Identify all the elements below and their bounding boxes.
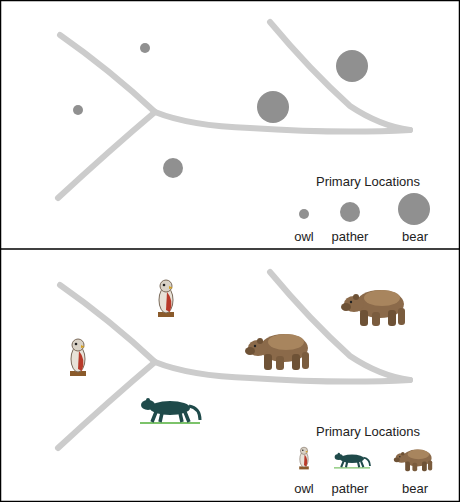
panel-divider <box>0 248 460 250</box>
location-circles <box>73 43 368 178</box>
legend-circles <box>299 193 430 225</box>
bear-icon <box>245 334 309 370</box>
river-lines <box>58 22 410 198</box>
bear-icon <box>341 290 405 326</box>
legend-label: pather <box>332 481 369 496</box>
legend-heading: Primary Locations <box>316 174 420 189</box>
bear-icon <box>394 450 432 472</box>
panther-icon <box>140 398 200 423</box>
owl-icon <box>70 339 86 376</box>
owl-icon <box>299 447 309 469</box>
legend-label: owl <box>294 229 314 244</box>
legend-label: owl <box>294 481 314 496</box>
legend-label: bear <box>402 481 428 496</box>
legend-label: pather <box>332 229 369 244</box>
river-lines <box>58 272 410 448</box>
panther-icon <box>334 453 370 468</box>
owl-icon <box>158 280 174 317</box>
legend-heading: Primary Locations <box>316 424 420 439</box>
legend-label: bear <box>402 229 428 244</box>
